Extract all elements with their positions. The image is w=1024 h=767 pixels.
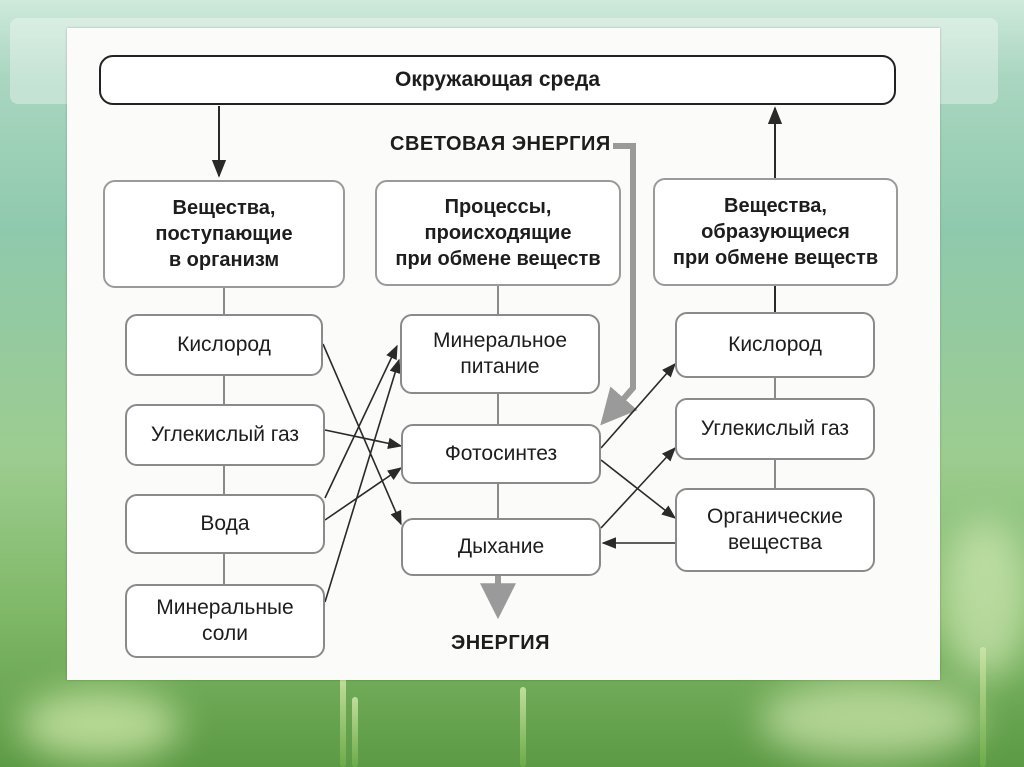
arrow-light-energy <box>600 143 638 426</box>
item-label: Органические <box>707 505 843 528</box>
item-label: Углекислый газ <box>700 417 850 440</box>
environment-label: Окружающая среда <box>394 68 601 91</box>
item-label: Минеральное <box>432 329 567 352</box>
item-label: Кислород <box>177 333 271 356</box>
item-label: Фотосинтез <box>444 442 558 465</box>
header-line: в организм <box>168 249 280 271</box>
item-label: Минеральные <box>156 596 294 619</box>
header-line: поступающие <box>155 223 293 245</box>
input-water-box: Вода <box>125 494 325 554</box>
environment-box: Окружающая среда <box>99 55 896 105</box>
item-label: соли <box>202 622 248 645</box>
mineral-nutrition-box: Минеральное питание <box>400 314 600 394</box>
item-label: Кислород <box>728 333 822 356</box>
header-line: Вещества, <box>724 195 827 217</box>
arrow-respiration-to-co2 <box>600 446 676 529</box>
arrow-water-to-mineral-nutrition <box>324 344 398 499</box>
header-line: Процессы, <box>444 196 552 218</box>
background-blob <box>20 690 180 760</box>
energy-label: ЭНЕРГИЯ <box>451 632 550 654</box>
diagram-slide: Окружающая среда СВЕТОВАЯ ЭНЕРГИЯ Вещест… <box>67 28 940 680</box>
item-label: вещества <box>727 531 823 554</box>
header-line: Вещества, <box>172 197 276 219</box>
grass-stem <box>980 647 986 767</box>
item-label: Дыхание <box>457 535 545 558</box>
item-label: Вода <box>200 512 250 535</box>
item-label: Углекислый газ <box>150 423 300 446</box>
grass-stem <box>340 677 346 767</box>
header-line: образующиеся <box>701 221 850 243</box>
input-minerals-box: Минеральные соли <box>125 584 325 658</box>
arrow-water-to-photosynthesis <box>324 467 403 521</box>
processes-header: Процессы, происходящие при обмене вещест… <box>375 180 621 286</box>
background-blob <box>760 680 980 760</box>
header-line: происходящие <box>424 222 572 244</box>
photosynthesis-box: Фотосинтез <box>401 424 601 484</box>
respiration-box: Дыхание <box>401 518 601 576</box>
input-co2-box: Углекислый газ <box>125 404 325 466</box>
grass-stem <box>352 697 358 767</box>
arrow-oxygen-to-respiration <box>322 343 402 526</box>
header-line: при обмене веществ <box>672 247 879 269</box>
header-line: при обмене веществ <box>395 248 601 270</box>
grass-stem <box>520 687 526 767</box>
output-co2-box: Углекислый газ <box>675 398 875 460</box>
arrow-co2-to-photosynthesis <box>324 429 403 449</box>
light-energy-label: СВЕТОВАЯ ЭНЕРГИЯ <box>390 133 611 155</box>
arrow-photosynthesis-to-oxygen <box>600 362 676 449</box>
arrow-minerals-to-mineral-nutrition <box>324 358 401 603</box>
input-oxygen-box: Кислород <box>125 314 323 376</box>
item-label: питание <box>460 355 540 378</box>
output-substances-header: Вещества, образующиеся при обмене вещест… <box>653 178 898 286</box>
output-organic-box: Органические вещества <box>675 488 875 572</box>
input-substances-header: Вещества, поступающие в организм <box>103 180 345 288</box>
output-oxygen-box: Кислород <box>675 312 875 378</box>
